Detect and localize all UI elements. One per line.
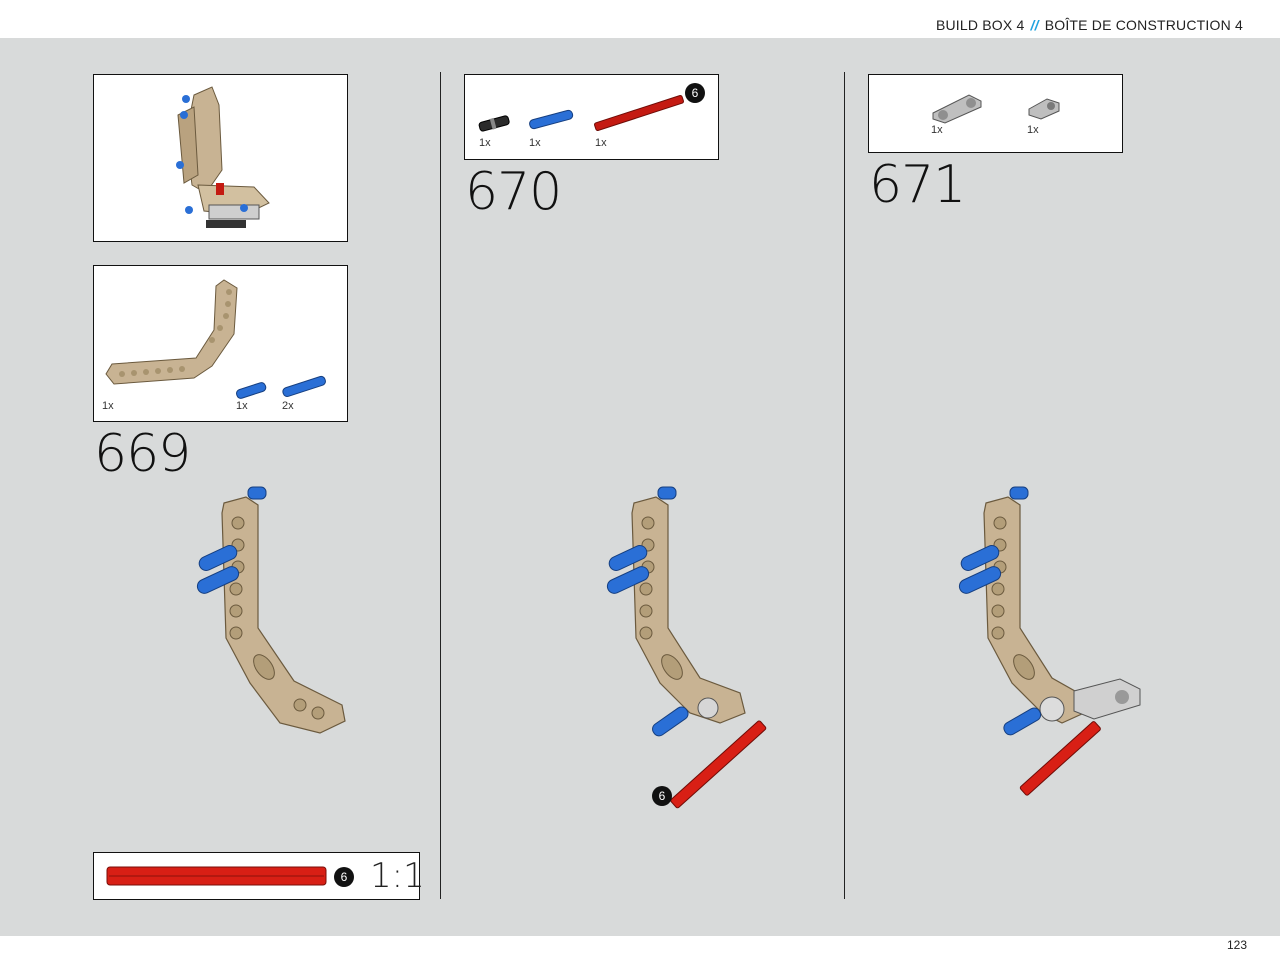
black-pin-part-icon — [478, 115, 510, 132]
red-axle-part-icon — [594, 95, 684, 131]
parts-box-670: 6 1x 1x 1x — [464, 74, 719, 160]
step-number-671: 671 — [869, 155, 966, 215]
column-divider-2 — [844, 72, 845, 899]
instruction-page: 1x 1x 2x 669 6 1:1 6 — [0, 38, 1280, 936]
step-number-670: 670 — [465, 162, 562, 222]
step-669-assembly-image — [196, 486, 346, 734]
header-title-en: BUILD BOX 4 — [935, 17, 1025, 33]
qty-670-c: 1x — [595, 137, 607, 149]
page-number: 123 — [1226, 938, 1247, 952]
ruler-box: 6 1:1 — [93, 852, 425, 900]
qty-670-a: 1x — [479, 137, 491, 149]
column-divider-1 — [440, 72, 441, 899]
submodel-preview-box — [93, 74, 348, 242]
header-title: BUILD BOX 4 // BOÎTE DE CONSTRUCTION 4 — [936, 17, 1243, 33]
qty-671-b: 1x — [1027, 124, 1039, 136]
page-header: BUILD BOX 4 // BOÎTE DE CONSTRUCTION 4 — [0, 0, 1280, 38]
red-axle-6-ruler — [106, 866, 327, 886]
step-671-assembly-image — [958, 486, 1141, 796]
blue-long-pin-part-icon — [282, 375, 326, 398]
axle-callout-badge: 6 — [652, 786, 672, 806]
header-title-fr: BOÎTE DE CONSTRUCTION 4 — [1044, 17, 1243, 33]
grey-connector-part-icon — [1028, 98, 1060, 120]
step-number-669: 669 — [94, 424, 191, 484]
qty-671-a: 1x — [931, 124, 943, 136]
qty-beam: 1x — [102, 400, 114, 412]
blue-pin-part-icon — [236, 382, 267, 399]
grey-beam-part-icon — [932, 94, 982, 124]
seat-submodel-image — [176, 86, 270, 228]
blue-pin-part-icon-670 — [529, 109, 574, 130]
scale-ratio: 1:1 — [370, 856, 425, 896]
parts-box-671: 1x 1x — [868, 74, 1123, 153]
parts-box-669: 1x 1x 2x — [93, 265, 348, 422]
axle-length-badge: 6 — [334, 867, 354, 887]
step-670-assembly-image — [606, 486, 767, 809]
bent-beam-part-icon — [105, 279, 238, 385]
header-separator: // — [1030, 17, 1039, 33]
qty-670-b: 1x — [529, 137, 541, 149]
page-footer: 123 — [0, 936, 1280, 974]
axle-length-badge-670: 6 — [685, 83, 705, 103]
qty-pin-a: 1x — [236, 400, 248, 412]
qty-pin-b: 2x — [282, 400, 294, 412]
